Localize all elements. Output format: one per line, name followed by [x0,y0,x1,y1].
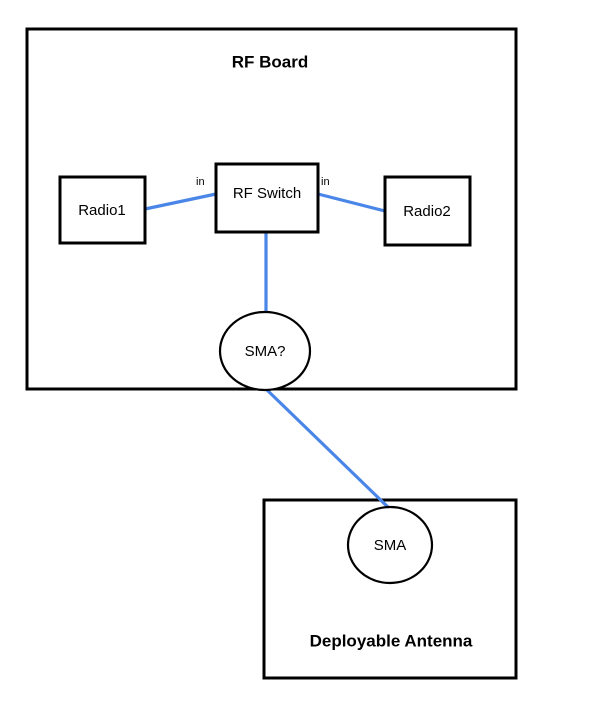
sma-board-circle[interactable] [218,310,312,392]
rf-switch-label: RF Switch [233,185,301,202]
node-sma-antenna[interactable]: SMA [346,505,434,585]
connector-group [144,192,394,513]
node-sma-board[interactable]: SMA? [218,310,312,392]
node-rf-switch[interactable]: RF Switch [214,162,320,234]
node-radio1[interactable]: Radio1 [58,175,147,245]
connector-radio1-to-rf-switch[interactable] [144,192,217,211]
connector-sma-board-to-sma-antenna[interactable] [264,387,394,513]
radio2-box[interactable] [383,175,472,247]
rf-board-title: RF Board [232,52,309,71]
radio1-label: Radio1 [78,202,126,219]
rf-switch-box[interactable] [214,162,320,234]
sma-board-label: SMA? [245,343,286,360]
radio2-label: Radio2 [403,203,451,220]
sma-antenna-circle[interactable] [346,505,434,585]
rf-switch-input-label-right: in [321,176,330,188]
rf-switch-input-label-left: in [196,176,205,188]
connector-rf-switch-to-radio2[interactable] [317,192,386,213]
sma-antenna-label: SMA [374,537,407,554]
container-deployable-antenna[interactable]: Deployable Antenna [262,498,518,680]
deployable-antenna-title: Deployable Antenna [310,631,473,650]
radio1-box[interactable] [58,175,147,245]
node-radio2[interactable]: Radio2 [383,175,472,247]
